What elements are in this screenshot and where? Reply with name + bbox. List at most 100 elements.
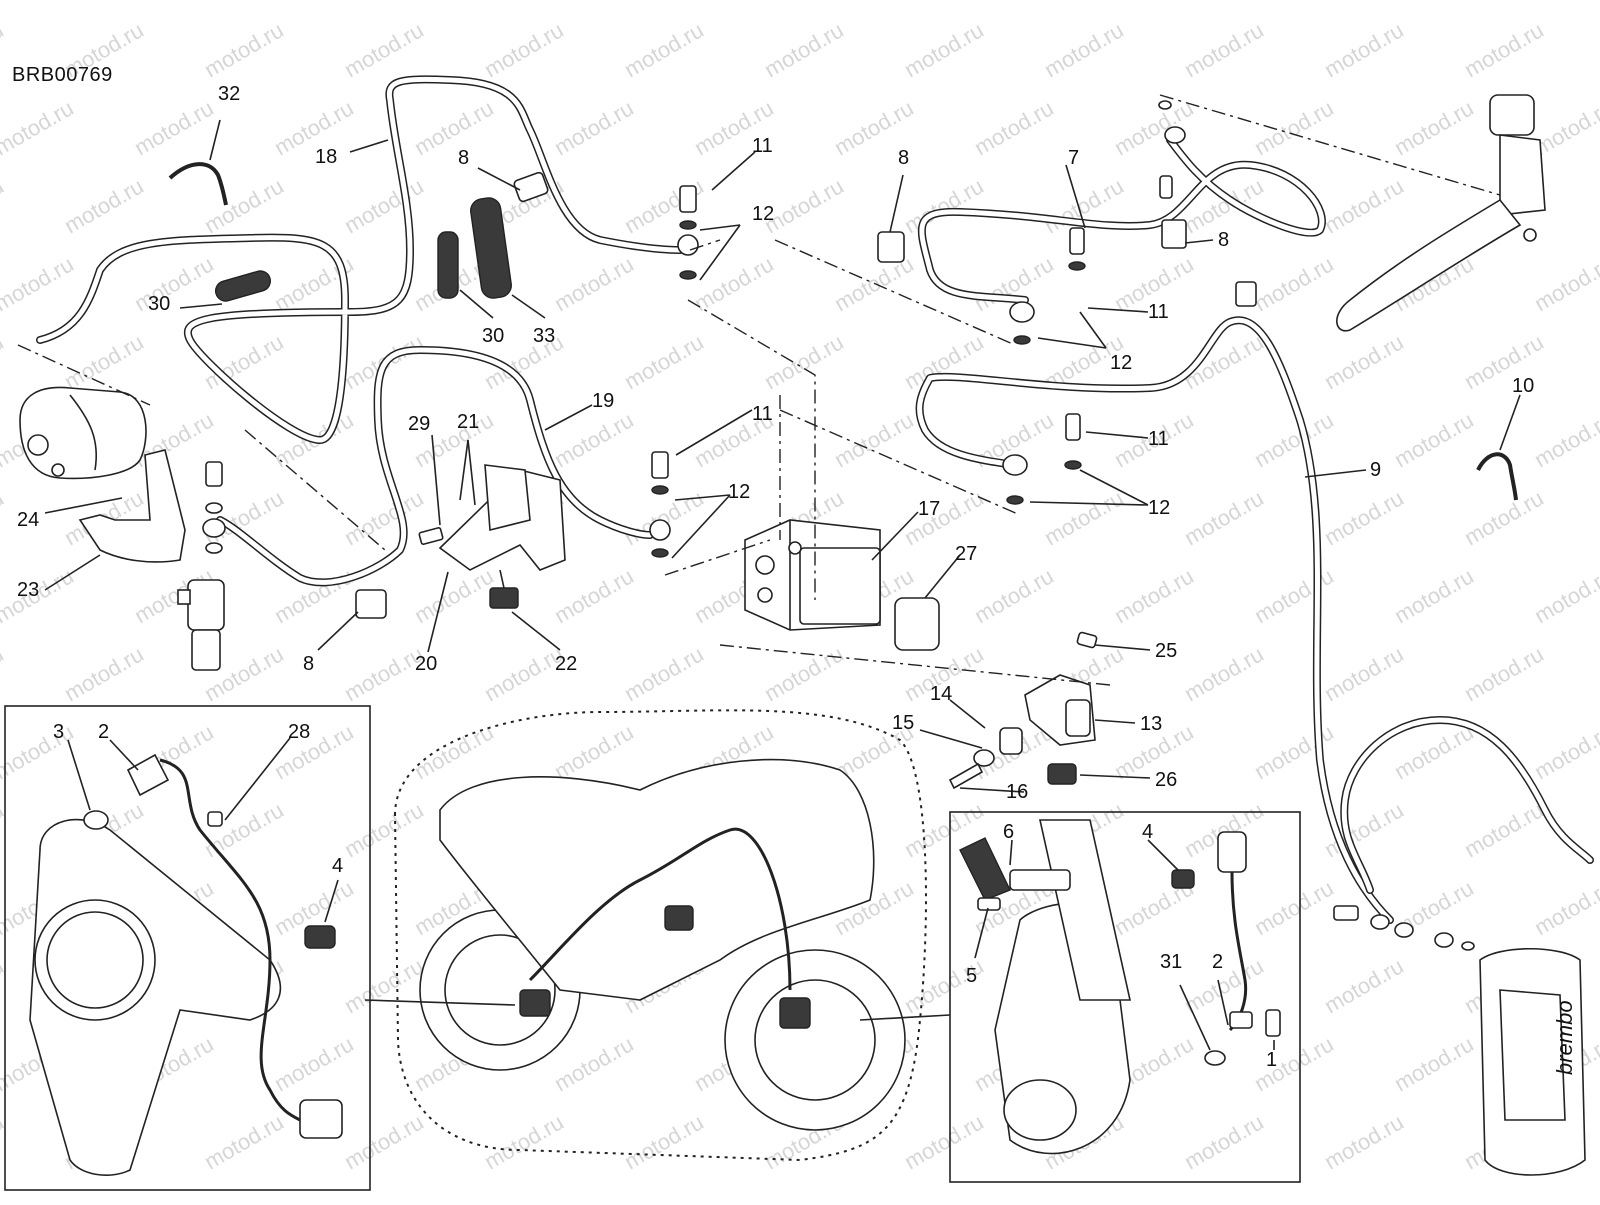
watermark-text: motod.ru	[1530, 407, 1600, 472]
callout-label: 2	[1212, 951, 1223, 973]
watermark-text: motod.ru	[550, 563, 638, 628]
callout-label: 11	[752, 403, 773, 425]
watermark-text: motod.ru	[830, 0, 918, 4]
hose-bracket-8c	[877, 231, 905, 263]
front-brake-caliper: brembo	[1479, 948, 1586, 1176]
banjo-bolts-right	[1002, 100, 1186, 505]
watermark-text: motod.ru	[970, 95, 1058, 160]
watermark-text: motod.ru	[900, 173, 988, 238]
abs-mount-13	[948, 631, 1098, 790]
watermark-text: motod.ru	[550, 251, 638, 316]
watermark-text: motod.ru	[620, 1109, 708, 1174]
callout-label: 20	[415, 653, 437, 675]
watermark-text: motod.ru	[1250, 407, 1338, 472]
callout-label: 19	[592, 390, 614, 412]
callout-label: 5	[966, 965, 977, 987]
callout-label: 33	[533, 325, 555, 347]
callout-label: 13	[1140, 713, 1162, 735]
watermark-text: motod.ru	[550, 1031, 638, 1096]
rear-sensor-inset	[4, 705, 371, 1191]
watermark-text: motod.ru	[1180, 1109, 1268, 1174]
watermark-text: motod.ru	[410, 95, 498, 160]
callout-label: 17	[918, 498, 940, 520]
rear-banjo-assembly	[202, 461, 226, 554]
hose-bracket-8a	[513, 171, 549, 203]
watermark-text: motod.ru	[900, 17, 988, 82]
watermark-text: motod.ru	[0, 251, 78, 316]
banjo-bolts-left	[649, 185, 699, 558]
watermark-text: motod.ru	[130, 0, 218, 4]
callout-label: 1	[1266, 1049, 1277, 1071]
watermark-text: motod.ru	[1390, 95, 1478, 160]
callout-label: 8	[303, 653, 314, 675]
watermark-text: motod.ru	[1320, 173, 1408, 238]
watermark-text: motod.ru	[1460, 641, 1548, 706]
callout-label: 23	[17, 579, 39, 601]
watermark-text: motod.ru	[1460, 797, 1548, 862]
watermark-text: motod.ru	[620, 641, 708, 706]
watermark-text: motod.ru	[1110, 95, 1198, 160]
watermark-text: motod.ru	[620, 329, 708, 394]
callout-labels: 32 18 8 30 30 33 11 12 24 23 29 21 19 11…	[17, 83, 1534, 1071]
hose-bracket-8d	[1161, 219, 1187, 249]
watermark-text: motod.ru	[1530, 719, 1600, 784]
watermark-text: motod.ru	[0, 797, 8, 862]
watermark-text: motod.ru	[690, 0, 778, 4]
watermark-text: motod.ru	[60, 641, 148, 706]
watermark-text: motod.ru	[200, 173, 288, 238]
watermark-text: motod.ru	[760, 17, 848, 82]
callout-label: 7	[1068, 147, 1079, 169]
watermark-text: motod.ru	[900, 329, 988, 394]
watermark-text: motod.ru	[340, 485, 428, 550]
callout-label: 4	[332, 855, 343, 877]
watermark-text: motod.ru	[0, 1109, 8, 1174]
watermark-text: motod.ru	[410, 563, 498, 628]
watermark-text: motod.ru	[270, 563, 358, 628]
hose-bracket-8b	[355, 589, 387, 619]
callout-label: 3	[53, 721, 64, 743]
callout-label: 12	[752, 203, 774, 225]
callout-label: 29	[408, 413, 430, 435]
callout-label: 12	[1110, 352, 1132, 374]
callout-label: 24	[17, 509, 39, 531]
brake-lines	[36, 75, 1594, 924]
watermark-text: motod.ru	[1180, 485, 1268, 550]
watermark-text: motod.ru	[1250, 95, 1338, 160]
watermark-text: motod.ru	[620, 17, 708, 82]
front-master-cylinder	[1336, 94, 1546, 332]
watermark-text: motod.ru	[130, 95, 218, 160]
watermark-text: motod.ru	[550, 0, 638, 4]
watermark-text: motod.ru	[340, 1109, 428, 1174]
callout-label: 30	[482, 325, 504, 347]
callout-label: 12	[728, 481, 750, 503]
watermark-text: motod.ru	[1110, 0, 1198, 4]
heat-shield-23	[78, 449, 186, 563]
watermark-text: motod.ru	[0, 953, 8, 1018]
watermark-text: motod.ru	[1530, 251, 1600, 316]
watermark-text: motod.ru	[830, 407, 918, 472]
watermark-text: motod.ru	[550, 719, 638, 784]
watermark-text: motod.ru	[1460, 485, 1548, 550]
callout-label: 32	[218, 83, 240, 105]
watermark-text: motod.ru	[970, 0, 1058, 4]
callout-label: 30	[148, 293, 170, 315]
watermark-text: motod.ru	[1390, 407, 1478, 472]
protective-sleeve-30b	[437, 231, 459, 299]
watermark-text: motod.ru	[760, 641, 848, 706]
watermark-text: motod.ru	[1390, 0, 1478, 4]
watermark-text: motod.ru	[550, 407, 638, 472]
watermark-text: motod.ru	[340, 17, 428, 82]
watermark-text: motod.ru	[620, 485, 708, 550]
watermark-text: motod.ru	[1320, 17, 1408, 82]
watermark-text: motod.ru	[270, 719, 358, 784]
watermark-text: motod.ru	[550, 95, 638, 160]
abs-cover-27	[894, 597, 940, 651]
watermark-text: motod.ru	[1250, 563, 1338, 628]
watermark-text: motod.ru	[1250, 0, 1338, 4]
corrugated-sleeve-33	[470, 197, 512, 299]
callout-label: 15	[892, 712, 914, 734]
watermark-text: motod.ru	[1320, 485, 1408, 550]
rear-master-cylinder	[177, 579, 225, 671]
watermark-text: motod.ru	[410, 719, 498, 784]
callout-label: 10	[1512, 375, 1534, 397]
